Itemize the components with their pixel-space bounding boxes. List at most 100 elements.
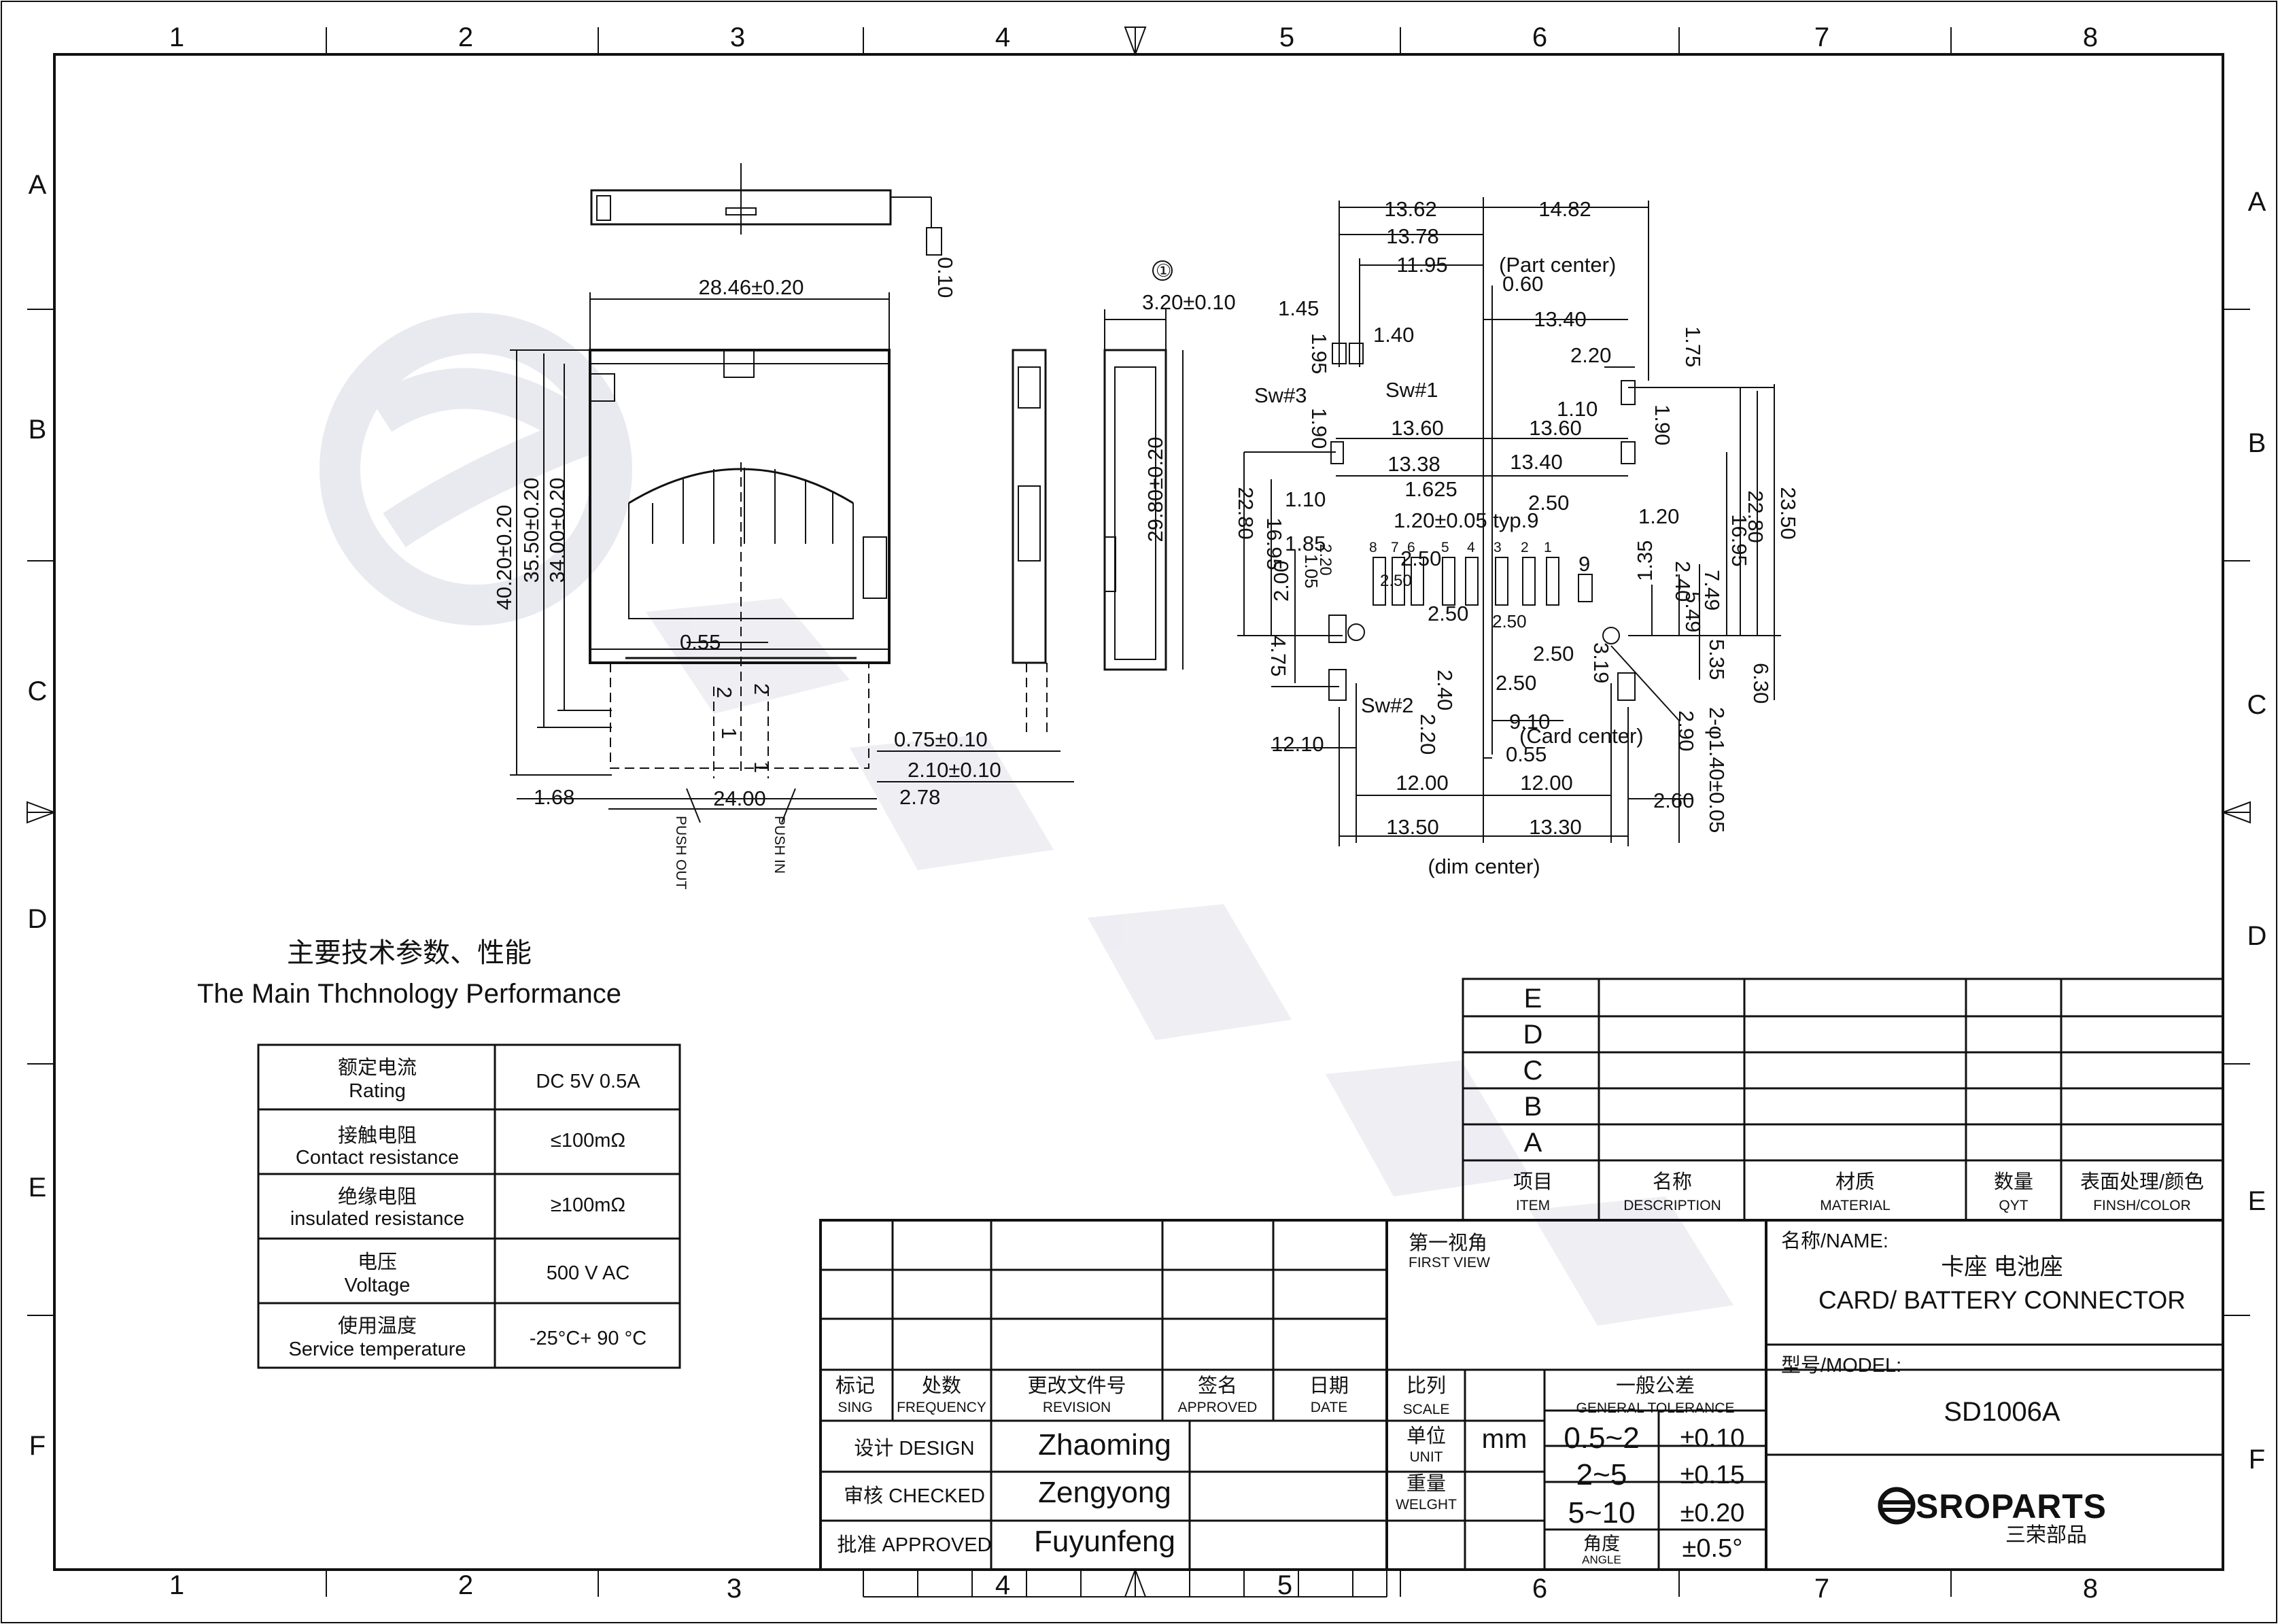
dim-12-00-a: 12.00 (1396, 771, 1449, 795)
logo-text: SROPARTS (1916, 1487, 2106, 1525)
dim-23-50: 23.50 (1776, 487, 1800, 540)
row-label-left: B (29, 415, 47, 445)
model-label: 型号/MODEL: (1781, 1354, 1901, 1377)
perf-row-en: insulated resistance (290, 1208, 464, 1230)
bom-header-en: DESCRIPTION (1623, 1198, 1721, 1213)
design-label: 设计 DESIGN (854, 1437, 974, 1459)
angle-cn: 角度 (1583, 1534, 1620, 1554)
dim-12-00-b: 12.00 (1520, 771, 1573, 795)
label-card-center: (Card center) (1519, 724, 1644, 748)
first-view-cn: 第一视角 (1409, 1232, 1487, 1254)
dim-2-50-f: 2.50 (1533, 642, 1574, 666)
row-label-left: F (29, 1431, 46, 1461)
unit-value: mm (1482, 1424, 1528, 1454)
dim-16-95-b: 16.95 (1727, 514, 1751, 567)
dim-bottom-width: 24.00 (713, 787, 766, 810)
perf-row-value: ≤100mΩ (551, 1130, 625, 1152)
col-label-bottom: 4 (995, 1570, 1010, 1600)
pin-label-8: 8 (1369, 540, 1377, 555)
dim-2-40-a: 2.40 (1671, 561, 1695, 602)
perf-row-cn: 电压 (358, 1251, 397, 1273)
row-label-left: E (29, 1173, 47, 1203)
dim-2-50-d: 2.50 (1428, 602, 1468, 625)
bom-row-label: C (1523, 1056, 1543, 1086)
dim-13-78: 13.78 (1386, 224, 1439, 248)
col-label-bottom: 2 (458, 1570, 473, 1600)
dim-holes: 2-φ1.40±0.05 (1705, 707, 1729, 833)
col-label-bottom: 5 (1277, 1570, 1292, 1600)
bom-row-label: E (1524, 984, 1542, 1014)
dim-one-b: 1 (750, 761, 774, 773)
label-sw2: Sw#2 (1361, 693, 1414, 717)
dim-1-45: 1.45 (1278, 296, 1319, 320)
dim-height-2: 35.50±0.20 (519, 478, 543, 583)
dim-1-10-a: 1.10 (1557, 397, 1598, 421)
dim-22-80-b: 22.80 (1744, 490, 1767, 543)
dim-height-3: 34.00±0.20 (545, 478, 569, 583)
tolerance-title-en: GENERAL TOLERANCE (1576, 1400, 1734, 1416)
col-label-top: 8 (2083, 22, 2098, 52)
dim-13-60-b: 13.60 (1529, 416, 1582, 440)
part-name-en: CARD/ BATTERY CONNECTOR (1818, 1286, 2186, 1314)
label-push-in: PUSH IN (772, 816, 787, 874)
row-label-left: D (28, 904, 48, 934)
performance-section: 主要技术参数、性能 The Main Thchnology Performanc… (197, 938, 681, 1369)
approved-label: 批准 APPROVED (837, 1534, 991, 1556)
dim-left-offset: 1.68 (534, 785, 574, 809)
dim-two-b: 2 (750, 683, 774, 695)
title-block (819, 1219, 2224, 1597)
dim-3-19: 3.19 (1589, 642, 1613, 683)
pin-label-7: 7 (1391, 540, 1399, 555)
perf-row-value: 500 V AC (547, 1262, 630, 1284)
pin-label-3: 3 (1494, 540, 1502, 555)
dim-14-82: 14.82 (1538, 197, 1591, 221)
bom-row-label: B (1524, 1092, 1542, 1122)
zone-labels: 1 2 3 4 5 6 7 8 1 2 3 4 5 6 7 8 A B C D … (28, 22, 2267, 1604)
unit-en: UNIT (1410, 1449, 1443, 1465)
dim-side-length: 29.80±0.20 (1143, 437, 1167, 542)
pin-label-4: 4 (1467, 540, 1475, 555)
col-label-bottom: 1 (169, 1570, 184, 1600)
bom-table: E D C B A 项目 ITEM 名称 DESCRIPTION 材质 MATE… (1462, 978, 2224, 1222)
scale-en: SCALE (1403, 1402, 1450, 1417)
dim-13-38: 13.38 (1387, 452, 1440, 476)
pin-label-1: 1 (1544, 540, 1552, 555)
approved-name: Fuyunfeng (1034, 1525, 1175, 1558)
tolerance-range: 0.5~2 (1564, 1421, 1639, 1455)
dim-one-a: 1 (717, 727, 741, 739)
row-label-right: F (2249, 1445, 2265, 1474)
dim-13-30: 13.30 (1529, 815, 1582, 839)
dim-13-60-a: 13.60 (1391, 416, 1444, 440)
dim-1-35: 1.35 (1633, 540, 1657, 581)
rev-header-cn: 标记 (835, 1375, 875, 1397)
label-circle-one: ① (1156, 260, 1171, 281)
col-label-bottom: 8 (2083, 1574, 2098, 1604)
title-block-text: 标记 SING 处数 FREQUENCY 更改文件号 REVISION 签名 A… (835, 1230, 2186, 1566)
perf-row-en: Service temperature (288, 1338, 466, 1360)
rev-header-en: FREQUENCY (897, 1400, 986, 1415)
top-view-dimensions: 28.46±0.20 0.10 40.20±0.20 35.50±0.20 34… (492, 257, 1236, 890)
pin-label-6: 6 (1407, 540, 1415, 555)
dim-1-05: 1.05 (1301, 554, 1322, 589)
dim-13-40-a: 13.40 (1534, 307, 1587, 331)
dim-typ-9: 1.20±0.05 typ.9 (1394, 508, 1539, 532)
dim-2-40-b: 2.40 (1433, 670, 1457, 710)
dim-11-95: 11.95 (1396, 253, 1447, 277)
label-dim-center: (dim center) (1428, 854, 1540, 878)
unit-cn: 单位 (1407, 1425, 1446, 1447)
dim-height-1: 40.20±0.20 (492, 505, 516, 610)
tolerance-range: 5~10 (1568, 1496, 1635, 1530)
rev-header-en: REVISION (1043, 1400, 1111, 1415)
col-label-top: 3 (730, 22, 745, 52)
dim-13-40-b: 13.40 (1510, 450, 1563, 474)
dim-side-thickness: 3.20±0.10 (1142, 290, 1236, 314)
tolerance-range: 2~5 (1576, 1458, 1627, 1491)
top-view-dimension-lines (510, 260, 1184, 823)
performance-title-cn: 主要技术参数、性能 (287, 938, 532, 968)
rev-header-en: DATE (1311, 1400, 1347, 1415)
part-name-cn: 卡座 电池座 (1941, 1254, 2063, 1280)
dim-inner: 0.55 (680, 630, 721, 654)
dim-0-55: 0.55 (1506, 742, 1547, 766)
